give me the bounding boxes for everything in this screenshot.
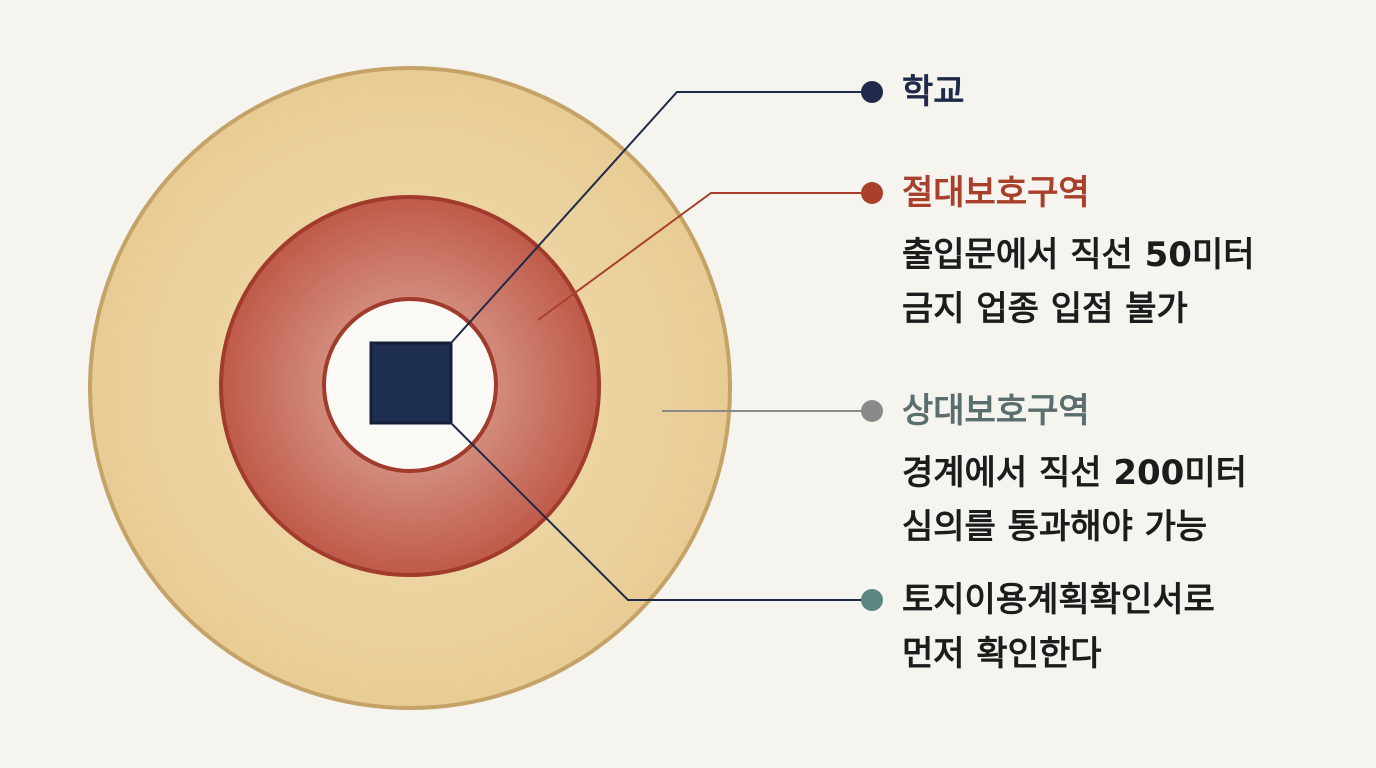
relative-zone-desc-line1: 경계에서 직선 200미터 (902, 453, 1247, 493)
school-building (369, 341, 453, 425)
dot-icon (861, 400, 883, 422)
note-leader-line (450, 422, 870, 601)
school-leader-line (450, 91, 870, 344)
dot-icon (861, 81, 883, 103)
absolute-zone-desc-line1: 출입문에서 직선 50미터 (902, 235, 1255, 275)
absolute-zone-desc-line2: 금지 업종 입점 불가 (902, 289, 1188, 329)
absolute-zone-title: 절대보호구역 (902, 173, 1090, 213)
note-line1: 토지이용계획확인서로 (902, 580, 1215, 620)
note-line2: 먼저 확인한다 (902, 634, 1102, 674)
relative-zone-desc-line2: 심의를 통과해야 가능 (902, 507, 1208, 547)
dot-icon (861, 589, 883, 611)
dot-icon (861, 182, 883, 204)
relative-zone-title: 상대보호구역 (902, 391, 1090, 431)
absolute-zone-leader-line (537, 192, 870, 321)
school-label: 학교 (902, 72, 965, 112)
